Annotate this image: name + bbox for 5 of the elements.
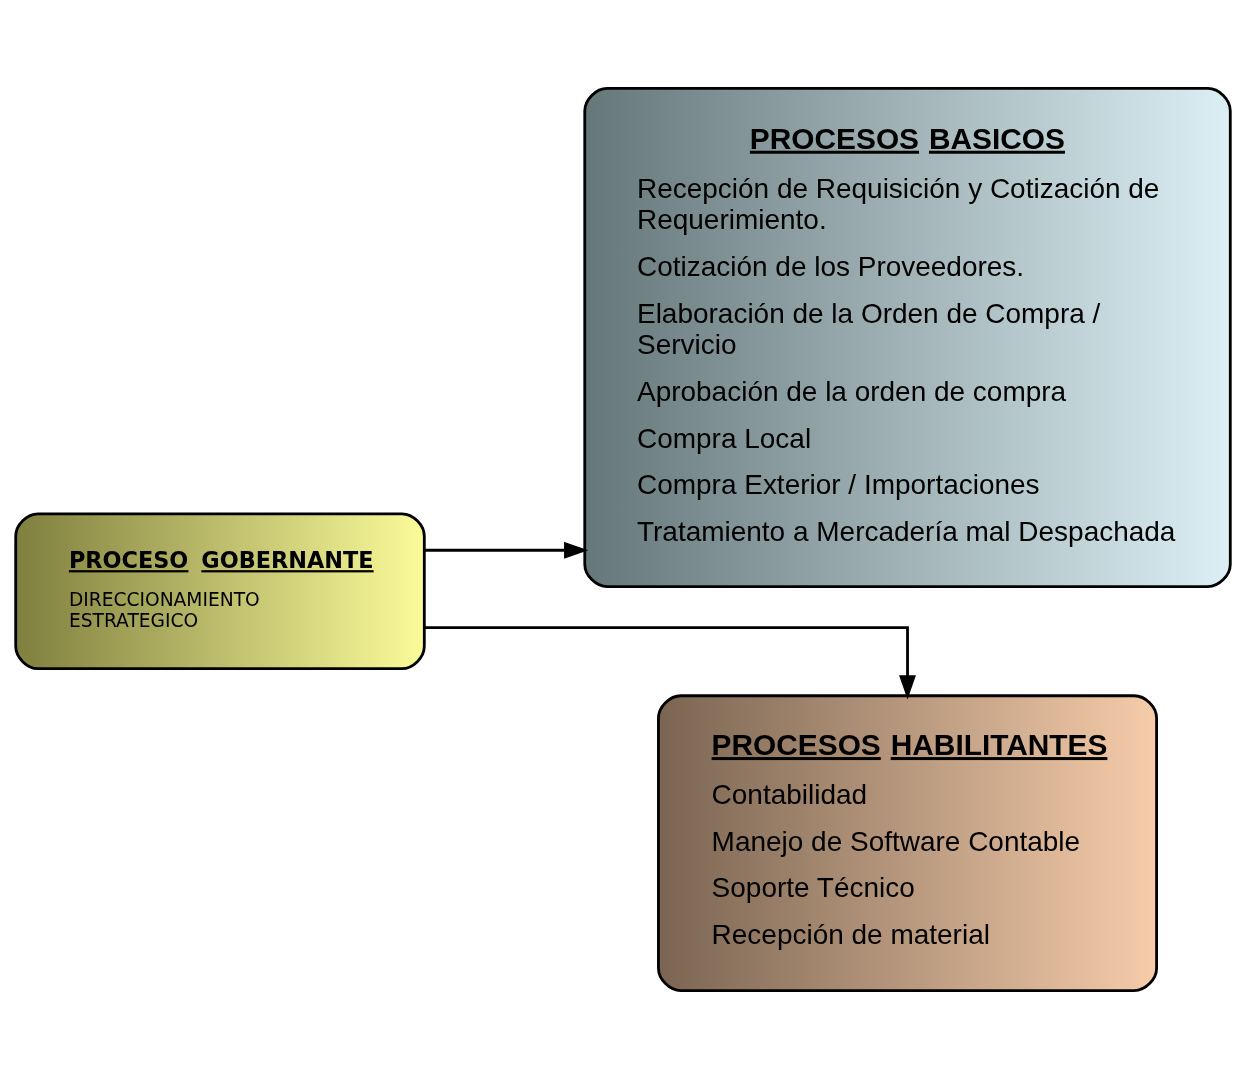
node-box: PROCESO GOBERNANTE DIRECCIONAMIENTO ESTRATEGICO <box>14 511 426 670</box>
arrow <box>424 541 589 559</box>
arrow <box>424 625 917 699</box>
node-box: PROCESOS BASICOS Recepción de Requisición y Cotización de Requerimiento. Cotización de los Proveedores. Elaboración de la Orden de Compra / Servicio Aprobación de la orden de compra Compra Local Compra Exterior / Importaciones Tratamiento a Mercadería mal Despachada <box>583 86 1232 588</box>
node-box: PROCESOS HABILITANTES Contabilidad Manejo de Software Contable Soporte Técnico Recepción de material <box>657 693 1158 992</box>
